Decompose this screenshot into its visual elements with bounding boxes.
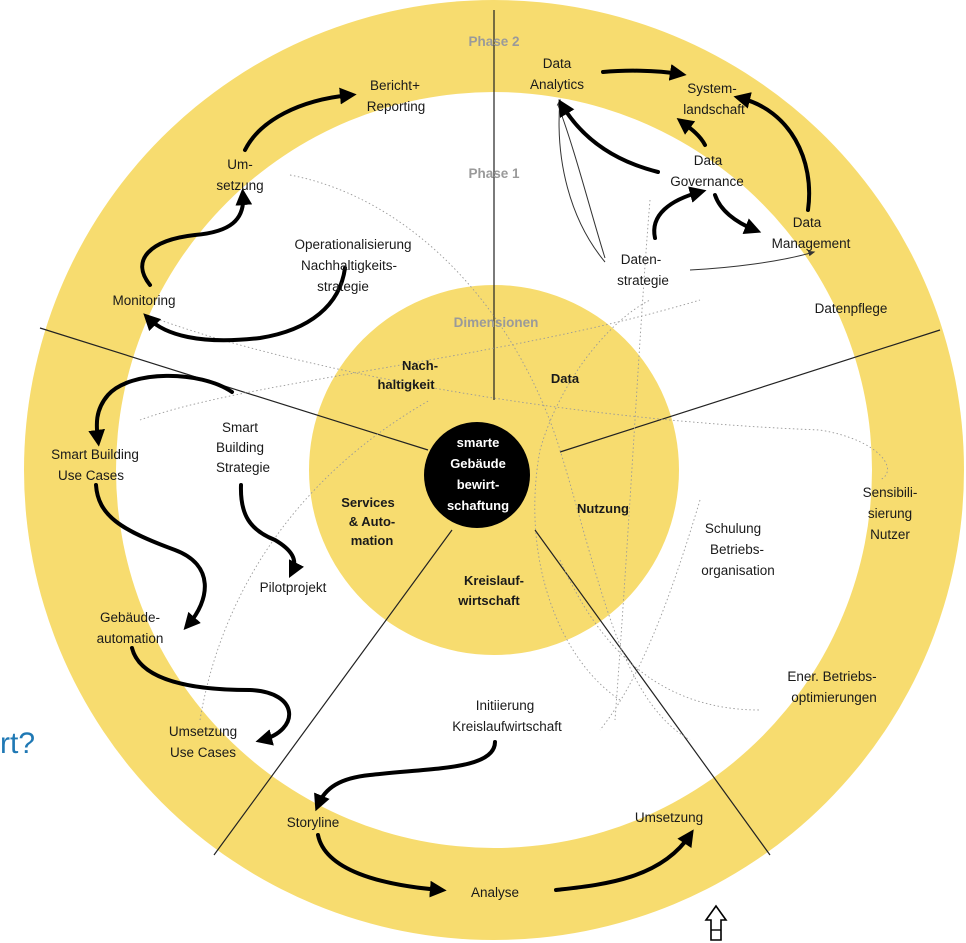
svg-text:Um-: Um- — [227, 157, 253, 172]
svg-text:Services: Services — [341, 495, 395, 510]
phase2-umsetzung-kreislauf: Umsetzung — [635, 810, 703, 825]
svg-text:automation: automation — [97, 631, 164, 646]
svg-text:Kreislaufwirtschaft: Kreislaufwirtschaft — [452, 719, 562, 734]
dimension-services: Services & Auto- mation — [341, 495, 395, 548]
svg-text:Data: Data — [551, 371, 580, 386]
svg-text:Nutzung: Nutzung — [577, 501, 629, 516]
svg-text:Gebäude-: Gebäude- — [100, 610, 160, 625]
phase2-analyse: Analyse — [471, 885, 519, 900]
dotted-connections — [139, 174, 888, 741]
center-circle — [424, 422, 530, 528]
dimension-nutzung: Nutzung — [577, 501, 629, 516]
svg-text:Schulung: Schulung — [705, 521, 761, 536]
thick-arrows — [88, 64, 812, 898]
thin-arrows — [556, 98, 816, 271]
svg-text:Betriebs-: Betriebs- — [710, 542, 764, 557]
center-line-1: smarte — [457, 435, 500, 450]
svg-text:Smart Building: Smart Building — [51, 447, 139, 462]
svg-text:Strategie: Strategie — [216, 460, 270, 475]
svg-text:Management: Management — [772, 236, 851, 251]
phase2-gebaeudeautomation: Gebäude- automation — [97, 610, 164, 646]
svg-text:Nutzer: Nutzer — [870, 527, 910, 542]
svg-text:Building: Building — [216, 440, 264, 455]
svg-text:Governance: Governance — [670, 174, 744, 189]
phase2-betriebsoptimierungen: Ener. Betriebs- optimierungen — [787, 669, 876, 705]
phase2-datenpflege: Datenpflege — [815, 301, 888, 316]
phase2-data-analytics: Data Analytics — [530, 56, 584, 92]
svg-text:Initiierung: Initiierung — [476, 698, 535, 713]
center-line-3: bewirt- — [457, 477, 500, 492]
phase2-umsetzung-nachhaltigkeit: Um- setzung — [216, 157, 263, 193]
svg-text:Pilotprojekt: Pilotprojekt — [260, 580, 327, 595]
center-label: smarte Gebäude bewirt- schaftung — [447, 435, 509, 513]
center-line-4: schaftung — [447, 498, 509, 513]
svg-text:Use Cases: Use Cases — [170, 745, 236, 760]
svg-text:Nachhaltigkeits-: Nachhaltigkeits- — [301, 258, 397, 273]
phase1-pilotprojekt: Pilotprojekt — [260, 580, 327, 595]
dimension-nachhaltigkeit: Nach- haltigkeit — [377, 358, 438, 392]
svg-text:Data: Data — [694, 153, 723, 168]
svg-text:organisation: organisation — [701, 563, 775, 578]
svg-text:Sensibili-: Sensibili- — [863, 485, 918, 500]
svg-text:Smart: Smart — [222, 420, 258, 435]
svg-text:Use Cases: Use Cases — [58, 468, 124, 483]
center-line-2: Gebäude — [450, 456, 506, 471]
svg-text:optimierungen: optimierungen — [791, 690, 877, 705]
svg-text:Storyline: Storyline — [287, 815, 340, 830]
svg-text:strategie: strategie — [317, 279, 369, 294]
svg-text:Umsetzung: Umsetzung — [635, 810, 703, 825]
phase2-umsetzung-use-cases: Umsetzung Use Cases — [169, 724, 237, 760]
svg-text:Analytics: Analytics — [530, 77, 584, 92]
svg-text:Datenpflege: Datenpflege — [815, 301, 888, 316]
dimension-data: Data — [551, 371, 580, 386]
phase2-label: Phase 2 — [468, 34, 519, 49]
phase1-label: Phase 1 — [468, 166, 520, 181]
phase1-datenstrategie: Daten- strategie — [617, 252, 669, 288]
phase2-systemlandschaft: System- landschaft — [683, 81, 745, 117]
svg-text:haltigkeit: haltigkeit — [377, 377, 435, 392]
svg-text:Data: Data — [793, 215, 822, 230]
cursor-up-arrow-icon — [704, 904, 728, 941]
phase2-sensibilisierung: Sensibili- sierung Nutzer — [863, 485, 918, 542]
svg-text:Monitoring: Monitoring — [112, 293, 175, 308]
svg-text:Data: Data — [543, 56, 572, 71]
phase1-initiierung: Initiierung Kreislaufwirtschaft — [452, 698, 562, 734]
svg-text:Daten-: Daten- — [621, 252, 662, 267]
svg-text:Bericht+: Bericht+ — [370, 78, 420, 93]
svg-text:landschaft: landschaft — [683, 102, 745, 117]
phase1-schulung: Schulung Betriebs- organisation — [701, 521, 775, 578]
svg-text:setzung: setzung — [216, 178, 263, 193]
svg-text:strategie: strategie — [617, 273, 669, 288]
phase2-bericht: Bericht+ Reporting — [367, 78, 426, 114]
side-question-text: rt? — [0, 727, 35, 760]
svg-text:mation: mation — [351, 533, 394, 548]
dimensions-label: Dimensionen — [454, 315, 539, 330]
svg-text:System-: System- — [687, 81, 737, 96]
phase2-data-management: Data Management — [772, 215, 851, 251]
phase2-smart-building-use-cases: Smart Building Use Cases — [51, 447, 139, 483]
svg-text:Ener. Betriebs-: Ener. Betriebs- — [787, 669, 876, 684]
phase1-operationalisierung: Operationalisierung Nachhaltigkeits- str… — [294, 237, 411, 294]
phase1-smart-building-strategie: Smart Building Strategie — [216, 420, 270, 475]
svg-text:Kreislauf-: Kreislauf- — [464, 573, 524, 588]
svg-text:Analyse: Analyse — [471, 885, 519, 900]
phase2-monitoring: Monitoring — [112, 293, 175, 308]
sector-dividers — [39, 10, 941, 856]
svg-text:wirtschaft: wirtschaft — [457, 593, 520, 608]
svg-text:Operationalisierung: Operationalisierung — [294, 237, 411, 252]
dimension-kreislaufwirtschaft: Kreislauf- wirtschaft — [457, 573, 524, 608]
svg-text:Umsetzung: Umsetzung — [169, 724, 237, 739]
svg-text:Reporting: Reporting — [367, 99, 426, 114]
phase2-storyline: Storyline — [287, 815, 340, 830]
svg-text:sierung: sierung — [868, 506, 912, 521]
svg-text:& Auto-: & Auto- — [349, 514, 395, 529]
svg-text:Nach-: Nach- — [402, 358, 438, 373]
phase2-data-governance: Data Governance — [670, 153, 744, 189]
